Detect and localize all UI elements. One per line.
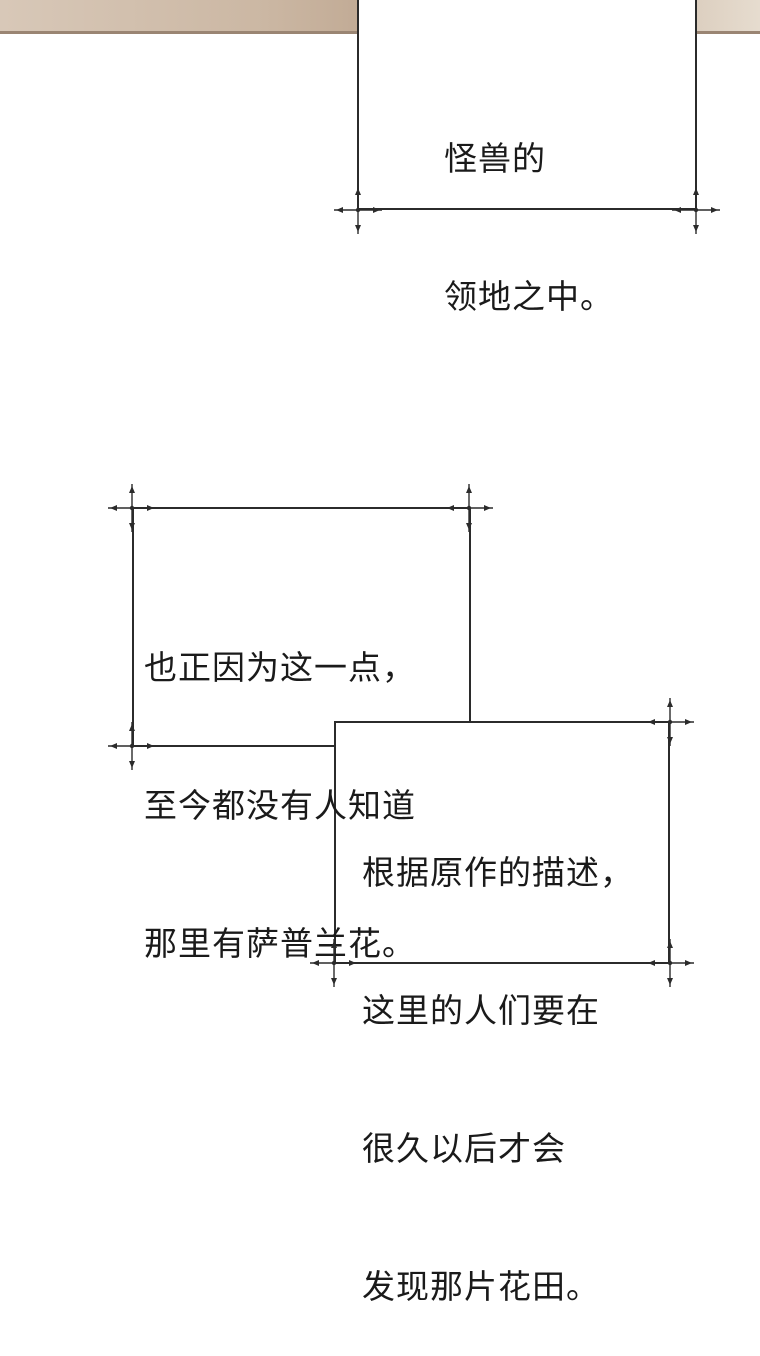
caption-line: 也正因为这一点， [144, 648, 416, 687]
caption-box-1 [357, 0, 697, 210]
caption-line: 根据原作的描述， [362, 853, 634, 892]
caption-line: 这里的人们要在 [362, 991, 600, 1030]
caption-line: 很久以后才会 [362, 1129, 566, 1168]
caption-line: 那里有萨普兰花。 [144, 924, 416, 963]
caption-line: 至今都没有人知道 [144, 786, 416, 825]
caption-box-3-text: 根据原作的描述， 这里的人们要在 很久以后才会 发现那片花田。 [362, 758, 634, 1356]
caption-line: 发现那片花田。 [362, 1267, 600, 1306]
box-join-cover [336, 723, 469, 745]
caption-line: 怪兽的 [444, 139, 546, 178]
caption-box-3 [334, 721, 670, 964]
caption-box-1-text: 怪兽的 领地之中。 [444, 44, 614, 366]
caption-box-2-text: 也正因为这一点， 至今都没有人知道 那里有萨普兰花。 [144, 553, 416, 1013]
caption-box-2 [132, 507, 471, 747]
caption-line: 领地之中。 [444, 277, 614, 316]
